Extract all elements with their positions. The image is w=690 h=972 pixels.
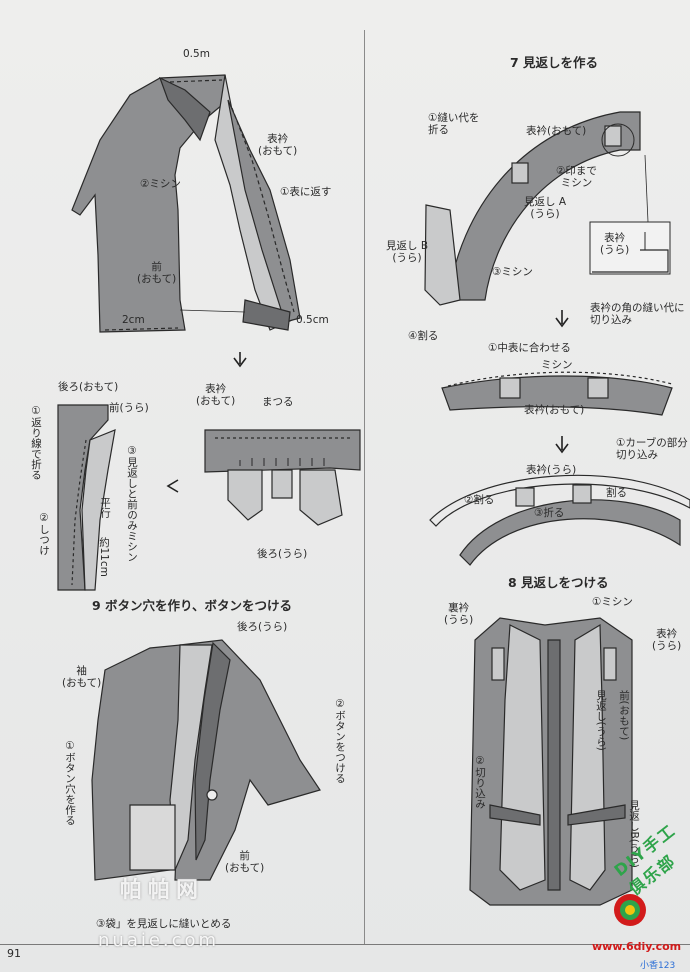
arrow-down-c: [555, 436, 569, 454]
label-mishin-3: ③ミシン: [492, 266, 533, 278]
label-mae-omote-a: 前 (おもて): [137, 261, 177, 285]
label-nuishiro: ①縫い代を 折る: [428, 112, 480, 136]
watermark-logo-sub: 小香123: [640, 961, 676, 971]
label-fukuro: ③袋」を見返しに縫いとめる: [96, 918, 232, 930]
label-botan-tsukeru: ②ボタンをつける: [334, 698, 346, 784]
fig-lapel-fold: [57, 404, 116, 591]
label-kirikomi-2: ②切り込み: [474, 755, 486, 809]
label-ushiro-ura-b: 後ろ(うら): [237, 621, 288, 633]
label-mae-omote-b: 前(おもて): [618, 690, 630, 741]
label-omoteeri-b: 表衿 (おもて): [196, 383, 236, 407]
fig-curved-collar-2: [429, 474, 690, 566]
section-9-title: 9 ボタン穴を作り、ボタンをつける: [92, 598, 293, 613]
label-ushiro-omote: 後ろ(おもて): [58, 381, 119, 393]
fig-facing-assembled: [469, 617, 633, 906]
label-omoteeri-e: 表衿(おもて): [524, 404, 585, 416]
fig-jacket-button: [91, 639, 321, 881]
label-mishin-1c: ①ミシン: [592, 596, 633, 608]
label-05cm: 0.5cm: [296, 314, 329, 326]
arrow-left: [166, 479, 179, 493]
label-omoteeri-c: 表衿(おもて): [526, 125, 587, 137]
label-kado-kirikomi: 表衿の角の縫い代に 切り込み: [590, 302, 685, 326]
label-chuuomote: ①中表に合わせる: [488, 342, 571, 354]
label-shitsuke: ②しつけ: [38, 512, 50, 556]
label-omoteeri-f: 表衿(うら): [526, 464, 577, 476]
section-7-title: 7 見返しを作る: [510, 55, 599, 70]
site-logo-mark: [614, 894, 646, 926]
arrow-down-a: [233, 352, 247, 368]
label-omoteeri-d: 表衿 (うら): [600, 232, 630, 256]
label-mishin-2a: ②ミシン: [140, 178, 181, 190]
label-omoteeri-a: 表衿 (おもて): [258, 133, 298, 157]
fig-curved-collar: [424, 111, 671, 306]
label-shirushi: ②印まで ミシン: [556, 165, 597, 189]
label-matsuru: まつる: [262, 396, 294, 408]
label-waru-c: 割る: [606, 487, 627, 499]
label-omote-kaesu: ①表に返す: [280, 186, 332, 198]
label-2cm: 2cm: [122, 314, 145, 326]
label-oru-3: ③折る: [534, 507, 565, 519]
label-mikaeshi-a: 見返し A (うら): [524, 196, 567, 220]
label-botan-ana: ①ボタン穴を作る: [64, 740, 76, 826]
label-mikaeshi-b-ura: 見返しB(うら): [628, 800, 640, 868]
label-waru-4: ④割る: [408, 330, 439, 342]
label-curve-kirikomi: ①カーブの部分 切り込み: [616, 437, 688, 461]
label-sode-omote: 袖 (おもて): [62, 665, 102, 689]
label-mikaeshi-ura: 見返し(うら): [595, 690, 607, 751]
fig-jacket-front: [71, 74, 301, 333]
label-mikaeshi-b: 見返し B (うら): [386, 240, 429, 264]
label-ushiro-ura-a: 後ろ(うら): [257, 548, 308, 560]
watermark-site-cn: 帕帕网: [120, 878, 205, 903]
fig-collar-strip: [441, 371, 673, 416]
label-uraeri: 裏衿 (うら): [444, 602, 474, 626]
footer-rule: [0, 944, 690, 945]
label-05m: 0.5m: [183, 48, 210, 60]
fig-collar-band: [204, 429, 361, 526]
label-omoteeri-g: 表衿 (うら): [652, 628, 682, 652]
label-kaeri-sen: ①返り線で折る: [30, 405, 42, 480]
label-mae-omote-c: 前 (おもて): [225, 850, 265, 874]
section-8-title: 8 見返しをつける: [508, 575, 609, 590]
label-mikaeshi-mae: ③見返しと前のみミシン: [126, 445, 138, 562]
watermark-logo: www.6diy.com: [592, 940, 682, 953]
label-waru-2: ②割る: [464, 494, 495, 506]
page-number: 91: [7, 947, 21, 960]
watermark-site-url: nuaie.com: [98, 930, 220, 951]
label-yaku11: 約11cm: [98, 537, 110, 577]
arrow-down-b: [555, 310, 569, 328]
label-heiko: 平行: [99, 497, 111, 518]
column-divider: [364, 30, 365, 945]
label-mae-ura: 前(うら): [109, 402, 149, 414]
label-mishin-b: ミシン: [541, 359, 573, 371]
